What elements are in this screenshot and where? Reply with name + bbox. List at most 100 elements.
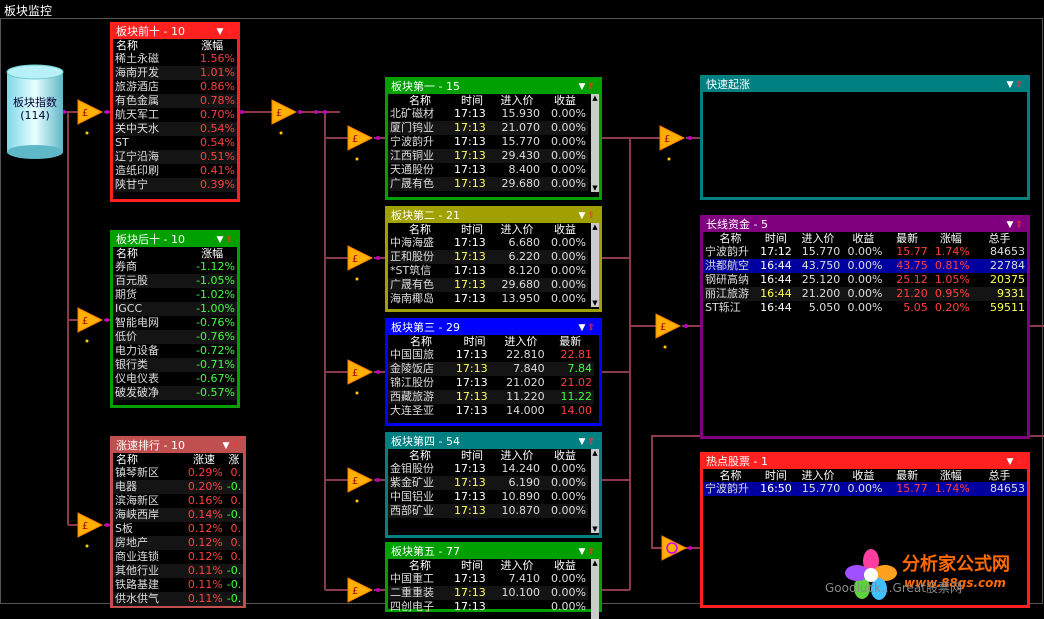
arrow-up-icon[interactable]: ⇧	[1015, 457, 1025, 467]
col-header[interactable]: 最新	[896, 232, 919, 245]
panel-fast-rise[interactable]: 快速起涨 ▼⇧	[700, 75, 1030, 200]
scrollbar[interactable]: ▲▼	[591, 449, 599, 533]
col-header[interactable]: 名称	[409, 335, 432, 348]
panel-header[interactable]: 板块第一 - 15 ▼⇧	[388, 80, 599, 94]
col-header[interactable]: 进入价	[801, 469, 835, 482]
table-row[interactable]: 低价-0.76%	[113, 330, 237, 344]
col-header[interactable]: 名称	[719, 232, 742, 245]
arrow-up-icon[interactable]: ⇧	[1015, 80, 1025, 90]
arrow-up-icon[interactable]: ⇧	[1015, 220, 1025, 230]
col-header[interactable]: 收益	[554, 559, 576, 572]
table-row[interactable]: 百元股-1.05%	[113, 274, 237, 288]
panel-header[interactable]: 板块第四 - 54 ▼⇧	[388, 435, 599, 449]
col-header[interactable]: 名称	[116, 453, 138, 466]
arrow-up-icon[interactable]: ⇧	[587, 323, 597, 333]
col-header[interactable]: 名称	[409, 449, 431, 462]
panel-header[interactable]: 热点股票 - 1 ▼⇧	[703, 455, 1027, 469]
col-header[interactable]: 进入价	[500, 223, 534, 236]
scrollbar[interactable]: ▲▼	[591, 223, 599, 307]
col-header[interactable]: 收益	[852, 469, 875, 482]
panel-bottom10[interactable]: 板块后十 - 10 ▼⇧ 名称涨幅 券商-1.12%百元股-1.05%期货-1.…	[110, 230, 240, 408]
arrow-up-icon[interactable]: ⇧	[587, 437, 597, 447]
col-header[interactable]: 涨幅	[201, 247, 224, 260]
scrollbar[interactable]: ▲▼	[591, 94, 599, 192]
col-header[interactable]: 收益	[554, 94, 576, 107]
arrow-up-icon[interactable]: ⇧	[587, 82, 597, 92]
scrollbar[interactable]: ▲	[591, 559, 599, 619]
col-header[interactable]: 最新	[559, 335, 582, 348]
chevron-down-icon[interactable]: ▼	[1006, 457, 1016, 467]
col-header[interactable]: 名称	[116, 247, 138, 260]
chevron-down-icon[interactable]: ▼	[216, 27, 226, 37]
col-header[interactable]: 名称	[409, 223, 431, 236]
col-header[interactable]: 收益	[852, 232, 875, 245]
col-header[interactable]: 时间	[461, 223, 483, 236]
arrow-up-icon[interactable]: ⇧	[587, 211, 597, 221]
panel-header[interactable]: 板块第五 - 77 ▼⇧	[388, 545, 599, 559]
chevron-down-icon[interactable]: ▼	[578, 211, 588, 221]
col-header[interactable]: 进入价	[500, 94, 534, 107]
table-row[interactable]: 破发破净-0.57%	[113, 386, 237, 400]
col-header[interactable]: 涨	[228, 453, 240, 466]
source-index-node[interactable]: 板块指数(114)	[6, 64, 64, 160]
chevron-down-icon[interactable]: ▼	[222, 441, 232, 451]
col-header[interactable]: 时间	[461, 94, 483, 107]
panel-header[interactable]: 长线资金 - 5 ▼⇧	[703, 218, 1027, 232]
col-header[interactable]: 时间	[463, 335, 486, 348]
panel-header[interactable]: 板块第二 - 21 ▼⇧	[388, 209, 599, 223]
panel-header[interactable]: 涨速排行 - 10 ▼⇧	[113, 439, 243, 453]
col-header[interactable]: 进入价	[500, 449, 534, 462]
col-header[interactable]: 时间	[461, 559, 483, 572]
col-header[interactable]: 进入价	[504, 335, 538, 348]
arrow-up-icon[interactable]: ⇧	[225, 27, 235, 37]
table-row[interactable]: 券商-1.12%	[113, 260, 237, 274]
col-header[interactable]: 时间	[461, 449, 483, 462]
col-header[interactable]: 进入价	[801, 232, 835, 245]
col-header[interactable]: 最新	[896, 469, 919, 482]
col-header[interactable]: 进入价	[500, 559, 534, 572]
table-row[interactable]: 银行类-0.71%	[113, 358, 237, 372]
chevron-down-icon[interactable]: ▼	[1006, 80, 1016, 90]
col-header[interactable]: 涨幅	[939, 469, 962, 482]
col-header[interactable]: 收益	[554, 449, 576, 462]
col-header[interactable]: 时间	[764, 469, 787, 482]
table-row[interactable]: 智能电网-0.76%	[113, 316, 237, 330]
col-header[interactable]: 名称	[409, 94, 431, 107]
